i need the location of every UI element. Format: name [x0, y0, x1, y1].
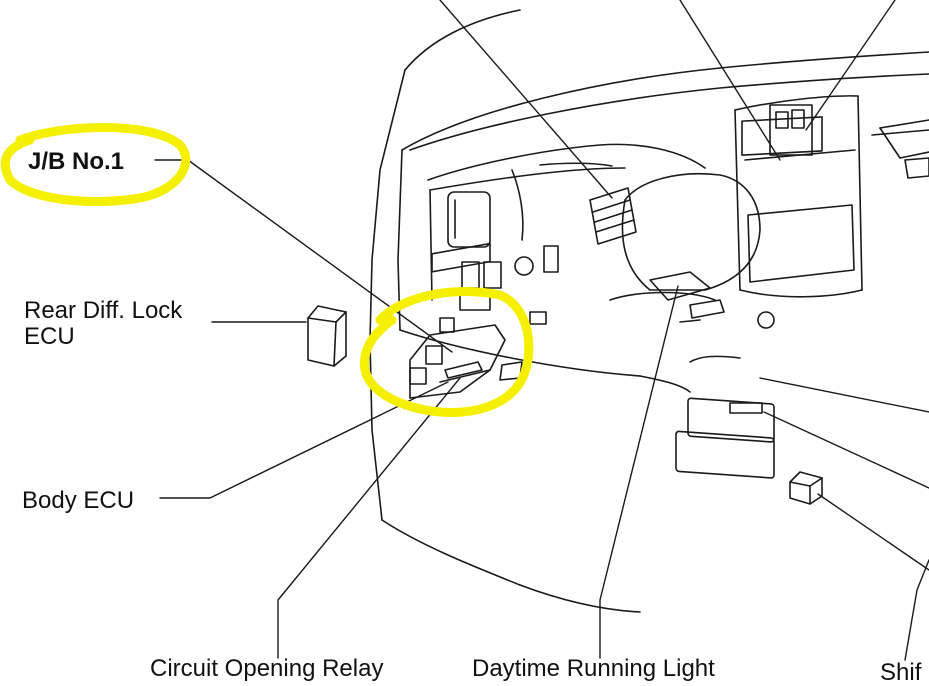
highlight-jb-part	[359, 287, 534, 417]
junction-block	[409, 242, 523, 399]
instrument-cluster	[427, 143, 706, 325]
rear-diff-lock-ecu-label: Rear Diff. Lock ECU	[24, 297, 183, 350]
rear-diff-lock-ecu-box	[307, 305, 347, 367]
small-relay	[789, 471, 823, 505]
jb-no1-label: J/B No.1	[28, 148, 125, 175]
center-console	[734, 95, 929, 298]
shift-label-partial: Shif	[880, 659, 922, 686]
body-ecu-label: Body ECU	[22, 487, 135, 514]
highlight-marks	[0, 123, 534, 417]
circuit-opening-relay-label: Circuit Opening Relay	[150, 655, 384, 682]
leader-lines	[154, 0, 929, 661]
daytime-running-light-label: Daytime Running Light	[472, 655, 715, 682]
air-vent	[589, 187, 637, 245]
dashboard-outline	[369, 9, 929, 586]
lower-panel	[519, 311, 775, 613]
highlight-jb-label	[0, 123, 191, 206]
